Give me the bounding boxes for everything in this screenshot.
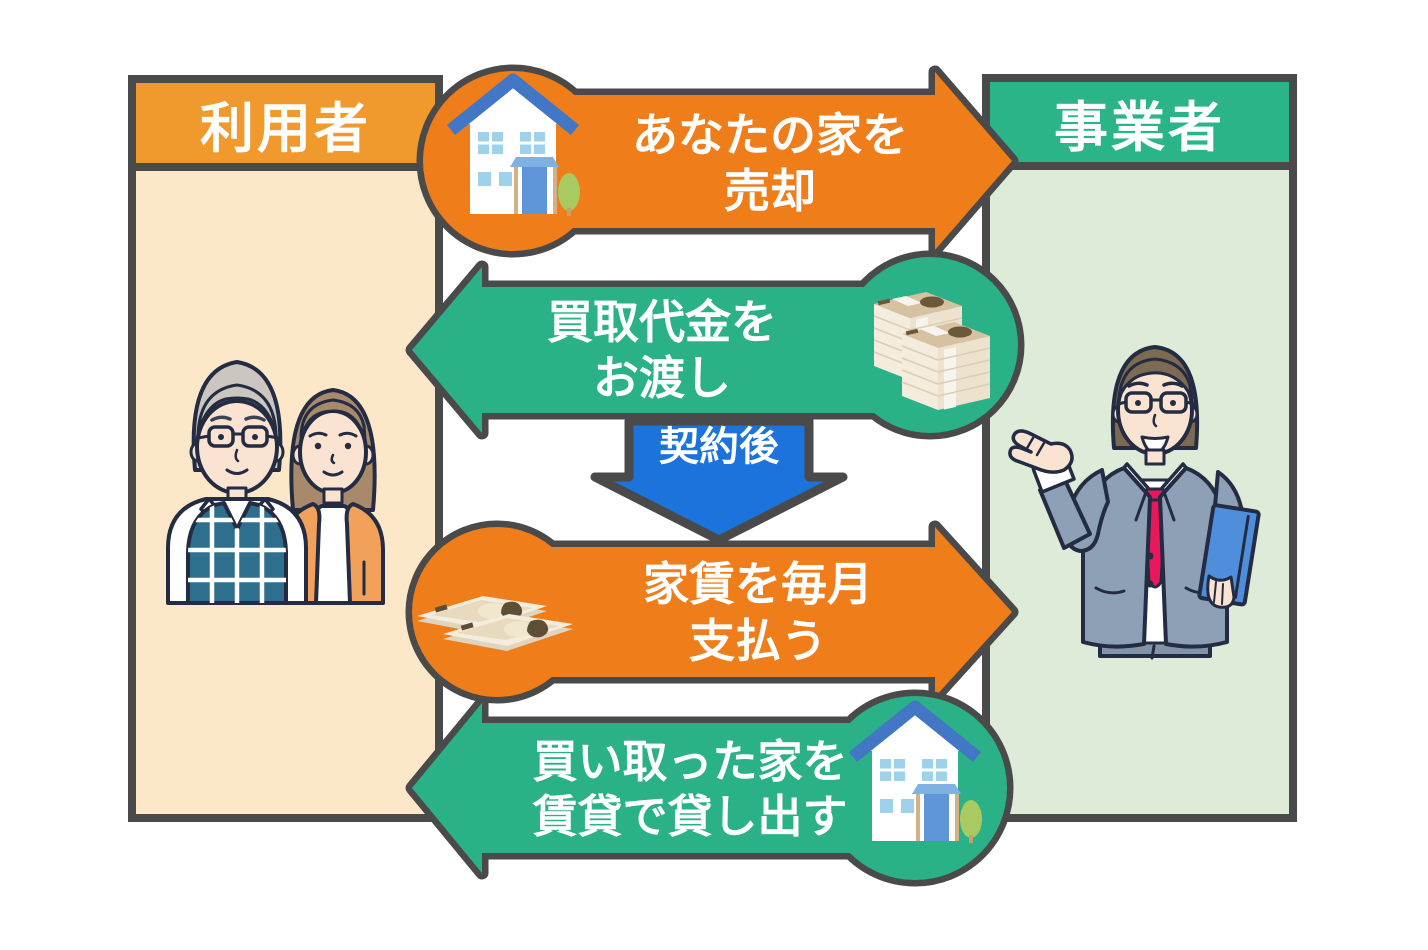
flow-contract-text: 契約後 xyxy=(659,424,779,469)
flow-sell-arrow xyxy=(416,64,1019,258)
flow-rent-label: 家賃を毎月 支払う xyxy=(573,548,943,677)
flow-rent-line1: 家賃を毎月 xyxy=(643,558,873,611)
user-panel-header: 利用者 xyxy=(136,83,435,171)
user-panel-title: 利用者 xyxy=(200,98,371,159)
flow-contract-label: 契約後 xyxy=(619,419,819,475)
house-icon xyxy=(853,707,982,843)
user-panel: 利用者 xyxy=(128,75,443,822)
flow-sell-label: あなたの家を 売却 xyxy=(585,96,955,230)
operator-panel: 事業者 xyxy=(982,74,1297,822)
flow-rent-arrow xyxy=(405,520,1019,704)
flow-lease-label: 買い取った家を 賃貸で貸し出す xyxy=(490,726,890,854)
flow-rent-line2: 支払う xyxy=(689,614,827,667)
flow-payment-label: 買取代金を お渡し xyxy=(477,286,847,414)
flow-lease-arrow xyxy=(405,689,1014,887)
flow-payment-line2: お渡し xyxy=(593,352,731,404)
operator-panel-header: 事業者 xyxy=(990,82,1289,170)
money-stack-icon xyxy=(873,291,991,411)
house-icon xyxy=(451,80,580,216)
flow-payment-line1: 買取代金を xyxy=(547,295,777,348)
flow-sell-line1: あなたの家を xyxy=(632,108,908,161)
operator-panel-title: 事業者 xyxy=(1054,97,1225,158)
flow-payment-arrow xyxy=(405,250,1025,440)
flow-sell-line2: 売却 xyxy=(724,165,816,217)
flow-contract-arrow xyxy=(590,416,848,545)
flow-lease-line2: 賃貸で貸し出す xyxy=(532,791,848,842)
flow-lease-line1: 買い取った家を xyxy=(532,736,848,788)
